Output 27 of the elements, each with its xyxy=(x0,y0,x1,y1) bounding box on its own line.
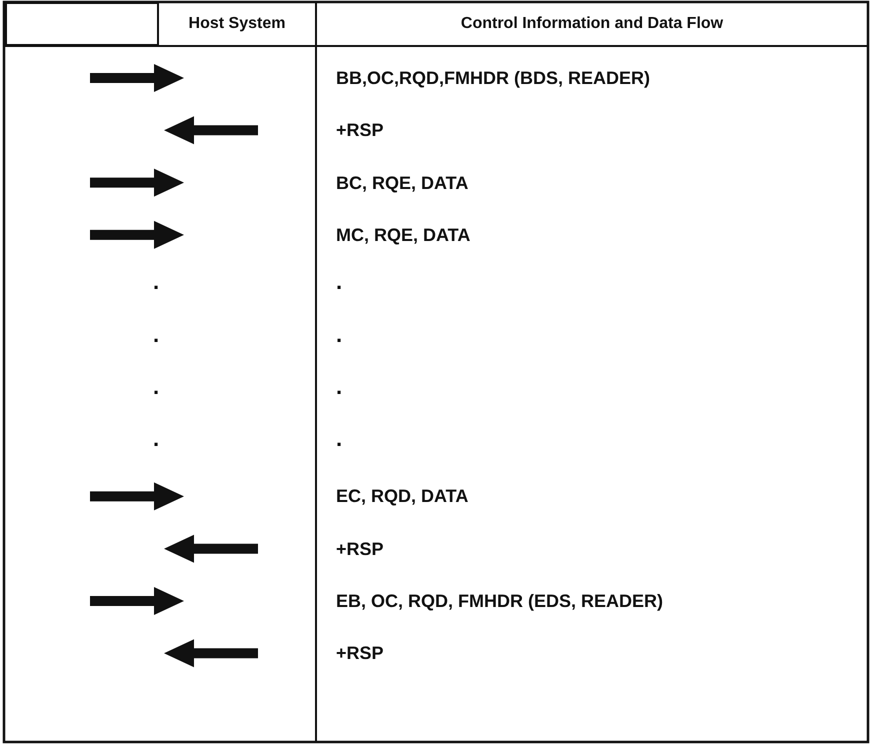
continuation-dot: . xyxy=(153,376,160,398)
block-arrow-icon xyxy=(90,64,184,92)
column-header xyxy=(5,2,159,46)
block-arrow-icon xyxy=(90,168,184,197)
block-arrow-icon xyxy=(90,587,184,615)
block-arrow-icon xyxy=(164,116,258,144)
flow-text: BB,OC,RQD,FMHDR (BDS, READER) xyxy=(336,67,650,89)
continuation-dot: . xyxy=(336,428,342,450)
block-arrow-icon xyxy=(90,482,184,510)
flow-text: +RSP xyxy=(336,642,384,664)
flow-text: EC, RQD, DATA xyxy=(336,485,468,508)
column-header: Control Information and Data Flow xyxy=(318,2,866,46)
flow-text: +RSP xyxy=(336,538,384,560)
block-arrow-icon xyxy=(90,220,184,249)
continuation-dot: . xyxy=(153,428,160,450)
flow-text: EB, OC, RQD, FMHDR (EDS, READER) xyxy=(336,590,664,612)
continuation-dot: . xyxy=(153,271,160,294)
flow-text: MC, RQE, DATA xyxy=(336,224,470,246)
flow-text: +RSP xyxy=(336,119,384,142)
continuation-dot: . xyxy=(336,271,342,294)
block-arrow-icon xyxy=(164,639,258,668)
continuation-dot: . xyxy=(153,324,160,346)
flow-text: BC, RQE, DATA xyxy=(336,172,468,194)
column-header: Host System xyxy=(160,2,314,46)
block-arrow-icon xyxy=(164,534,258,563)
continuation-dot: . xyxy=(336,376,342,398)
continuation-dot: . xyxy=(336,324,342,346)
